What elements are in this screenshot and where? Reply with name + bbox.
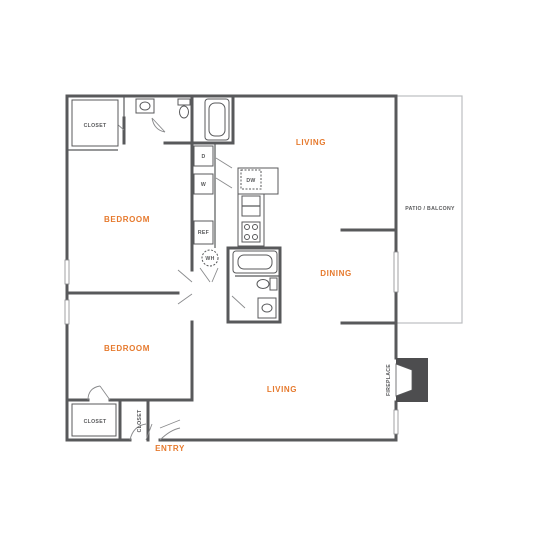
label-living-top: LIVING	[296, 138, 326, 147]
refrigerator	[193, 220, 214, 245]
label-closet-vertical: CLOSET	[137, 409, 143, 432]
outer-walls	[65, 94, 398, 442]
water-heater	[201, 249, 219, 267]
toilet	[179, 105, 189, 119]
bathroom-2-fixtures	[232, 250, 278, 319]
dryer	[193, 145, 214, 167]
windows	[64, 251, 399, 435]
label-dryer: D	[201, 154, 205, 160]
label-patio: PATIO / BALCONY	[405, 206, 455, 212]
label-dining: DINING	[320, 269, 352, 278]
bathroom-1-fixtures	[135, 98, 230, 141]
washer	[193, 173, 214, 195]
label-entry: ENTRY	[155, 444, 185, 453]
closet-rod-bottom	[71, 403, 117, 437]
label-washer: W	[201, 182, 206, 188]
label-bedroom-top: BEDROOM	[104, 215, 150, 224]
toilet-tank-2	[269, 277, 278, 291]
label-fireplace: FIREPLACE	[386, 364, 392, 396]
toilet-tank	[177, 98, 191, 106]
doors	[87, 117, 246, 441]
dishwasher	[240, 169, 262, 190]
stove	[241, 221, 261, 243]
fireplace-unit	[395, 358, 428, 402]
label-closet-top: CLOSET	[84, 123, 107, 129]
interior-walls	[65, 94, 398, 442]
closet-rod-top	[71, 99, 119, 147]
label-dishwasher: DW	[246, 178, 255, 184]
label-living-bottom: LIVING	[267, 385, 297, 394]
label-bedroom-bottom: BEDROOM	[104, 344, 150, 353]
toilet-2	[256, 279, 270, 289]
label-refrigerator: REF	[198, 230, 209, 236]
label-water-heater: WH	[205, 256, 214, 262]
label-closet-bottom: CLOSET	[84, 419, 107, 425]
